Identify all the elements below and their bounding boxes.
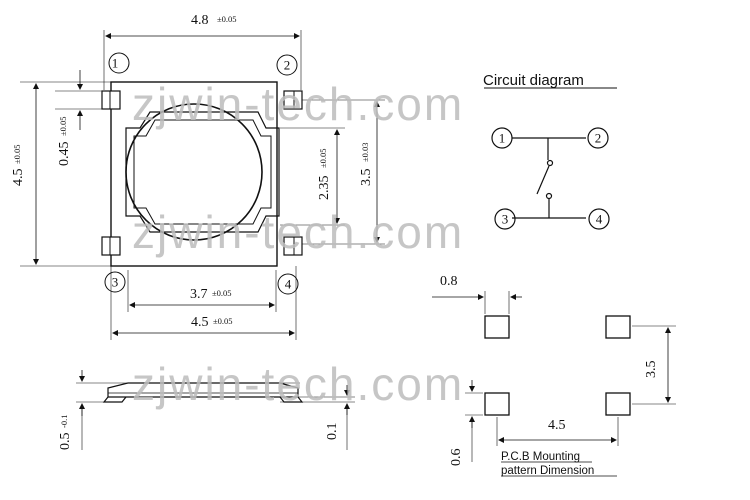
body-tol: ±0.05 [212,288,232,298]
pin-1-marker [108,52,130,74]
bottom-dim: 4.5 [191,315,209,330]
top-view [20,30,385,340]
circuit-pin-2 [587,127,609,149]
top-view-labels: 4.8 ±0.05 1 2 3 4 4.5 ±0.05 0.45 ±0.05 2… [11,13,374,330]
pcb-pad-width: 0.8 [440,274,458,289]
pcb-pitch-v: 3.5 [644,361,659,379]
terminal-tol: ±0.05 [58,116,68,136]
circuit-pin-2-label: 2 [595,131,602,146]
pin-4-label: 4 [285,277,292,292]
circuit-pin-4 [588,208,610,230]
watermark-2: zjwin-tech.com [132,206,464,258]
pitch-dim: 3.5 [359,169,374,187]
bottom-tol: ±0.05 [213,316,233,326]
width-dim: 4.8 [191,13,209,28]
side-height-dim: 0.5 [58,433,73,451]
pin-4-marker [277,273,299,295]
pcb-labels: 0.8 3.5 4.5 0.6 P.C.B Mounting pattern D… [440,274,659,477]
circuit-title: Circuit diagram [483,72,584,89]
pin-2-label: 2 [284,58,291,73]
watermark-3: zjwin-tech.com [132,358,464,410]
pin-3-marker [104,271,126,293]
body-dim: 3.7 [190,287,208,302]
inner-dim: 2.35 [317,176,332,201]
terminal-dim: 0.45 [57,142,72,167]
circuit-labels: Circuit diagram 1 2 3 4 [483,72,603,227]
pitch-tol: ±0.03 [360,142,370,162]
circuit-pin-1 [491,127,513,149]
pin-1-label: 1 [112,56,119,71]
side-offset-dim: 0.1 [325,423,340,441]
pcb-title-line2: pattern Dimension [501,465,594,477]
pcb-pad-height: 0.6 [449,449,464,467]
side-view-labels: 0.5 -0.1 0.1 [58,415,340,450]
pcb-pattern [432,291,676,477]
pcb-pad-2 [605,315,631,339]
circuit-pin-4-label: 4 [596,212,603,227]
watermark-group: zjwin-tech.com zjwin-tech.com zjwin-tech… [132,78,464,410]
pcb-title-line1: P.C.B Mounting [501,451,580,463]
watermark-1: zjwin-tech.com [132,78,464,130]
width-tol: ±0.05 [217,14,237,24]
pin-2-marker [276,54,298,76]
circuit-pin-3 [494,208,516,230]
pcb-pitch-h: 4.5 [548,418,566,433]
pcb-pad-3 [484,392,510,416]
height-dim: 4.5 [11,169,26,187]
pin-3-label: 3 [112,275,119,290]
side-height-tol: -0.1 [59,415,69,428]
inner-tol: ±0.05 [318,148,328,168]
side-view [76,370,355,450]
circuit-diagram [484,87,617,230]
circuit-pin-3-label: 3 [502,212,509,227]
height-tol: ±0.05 [12,144,22,164]
pcb-pad-1 [484,315,510,339]
pcb-pad-4 [605,392,631,416]
circuit-pin-1-label: 1 [499,131,506,146]
